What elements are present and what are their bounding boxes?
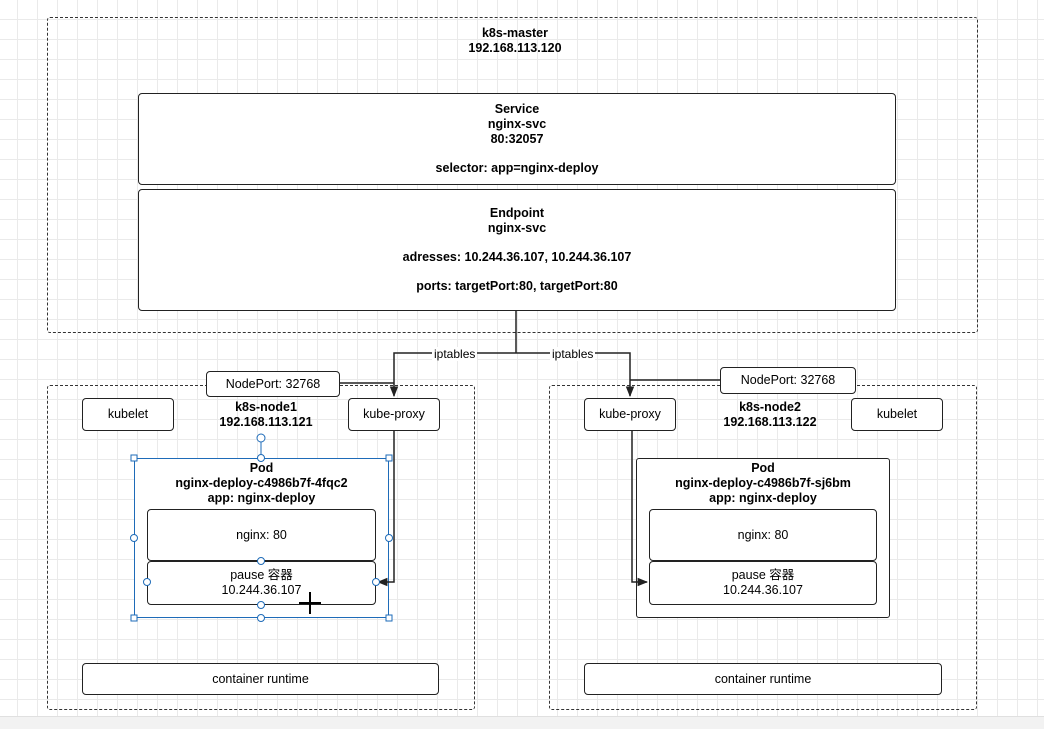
node1-name: k8s-node1 xyxy=(235,400,297,414)
node2-kube-proxy-label: kube-proxy xyxy=(599,407,661,421)
node2-nginx-container[interactable]: nginx: 80 xyxy=(649,509,877,561)
endpoint-title: Endpoint xyxy=(489,206,545,220)
node2-pod-name: nginx-deploy-c4986b7f-sj6bm xyxy=(675,476,851,490)
node1-header: k8s-node1 192.168.113.121 xyxy=(186,400,346,430)
node1-runtime-box[interactable]: container runtime xyxy=(82,663,439,695)
node1-kubelet-box[interactable]: kubelet xyxy=(82,398,174,431)
node2-nodeport-label: NodePort: 32768 xyxy=(740,373,836,387)
node2-pause-label: pause 容器 xyxy=(731,568,795,582)
node2-pod-header: Pod nginx-deploy-c4986b7f-sj6bm app: ngi… xyxy=(638,461,888,506)
service-box[interactable]: Service nginx-svc 80:32057 selector: app… xyxy=(138,93,896,185)
node2-ip: 192.168.113.122 xyxy=(723,415,817,429)
node2-nodeport-box[interactable]: NodePort: 32768 xyxy=(720,367,856,394)
node2-pod-title: Pod xyxy=(751,461,775,475)
endpoint-box[interactable]: Endpoint nginx-svc adresses: 10.244.36.1… xyxy=(138,189,896,311)
node2-kubelet-label: kubelet xyxy=(876,407,918,421)
selection-handles xyxy=(130,433,393,622)
node1-kube-proxy-box[interactable]: kube-proxy xyxy=(348,398,440,431)
node2-proxy-to-pause xyxy=(631,431,649,587)
node1-nodeport-box[interactable]: NodePort: 32768 xyxy=(206,371,340,397)
master-header: k8s-master 192.168.113.120 xyxy=(380,26,650,56)
service-selector: selector: app=nginx-deploy xyxy=(435,161,599,175)
node1-nginx-label: nginx: 80 xyxy=(236,527,287,542)
node1-pause-container[interactable]: pause 容器 10.244.36.107 xyxy=(147,561,376,605)
endpoint-ports: ports: targetPort:80, targetPort:80 xyxy=(416,279,618,293)
endpoint-addresses: adresses: 10.244.36.107, 10.244.36.107 xyxy=(402,250,632,264)
service-title: Service xyxy=(494,102,540,116)
iptables-label-right: iptables xyxy=(550,347,596,361)
endpoint-name: nginx-svc xyxy=(487,221,547,235)
service-port: 80:32057 xyxy=(490,132,544,146)
node1-ip: 192.168.113.121 xyxy=(219,415,313,429)
node1-kubelet-label: kubelet xyxy=(107,407,149,421)
node1-pause-ip: 10.244.36.107 xyxy=(221,583,302,597)
node2-kube-proxy-box[interactable]: kube-proxy xyxy=(584,398,676,431)
node2-pause-container[interactable]: pause 容器 10.244.36.107 xyxy=(649,561,877,605)
node2-name: k8s-node2 xyxy=(739,400,801,414)
node1-pod-name: nginx-deploy-c4986b7f-4fqc2 xyxy=(175,476,348,490)
bottom-scrollbar[interactable] xyxy=(0,716,1044,729)
node1-pod-title: Pod xyxy=(249,461,274,475)
node1-proxy-to-pause xyxy=(376,431,395,587)
node2-runtime-label: container runtime xyxy=(714,671,812,686)
node2-pod-app: app: nginx-deploy xyxy=(709,491,817,505)
node1-nodeport-label: NodePort: 32768 xyxy=(225,376,321,391)
node1-pod-header: Pod nginx-deploy-c4986b7f-4fqc2 app: ngi… xyxy=(136,461,387,506)
node1-pause-label: pause 容器 xyxy=(230,568,293,582)
node2-runtime-box[interactable]: container runtime xyxy=(584,663,942,695)
node1-pod-app: app: nginx-deploy xyxy=(207,491,316,505)
master-name: k8s-master xyxy=(481,26,548,40)
node2-pause-ip: 10.244.36.107 xyxy=(723,583,803,597)
node2-kubelet-box[interactable]: kubelet xyxy=(851,398,943,431)
node2-header: k8s-node2 192.168.113.122 xyxy=(690,400,850,430)
master-ip: 192.168.113.120 xyxy=(468,41,562,55)
node2-nginx-label: nginx: 80 xyxy=(737,527,789,542)
node1-kube-proxy-label: kube-proxy xyxy=(363,407,425,421)
node1-nginx-container[interactable]: nginx: 80 xyxy=(147,509,376,561)
node1-runtime-label: container runtime xyxy=(212,671,309,686)
k8s-master-cluster[interactable] xyxy=(47,17,978,333)
service-name: nginx-svc xyxy=(487,117,547,131)
move-cursor-icon xyxy=(299,592,321,614)
iptables-label-left: iptables xyxy=(432,347,478,361)
